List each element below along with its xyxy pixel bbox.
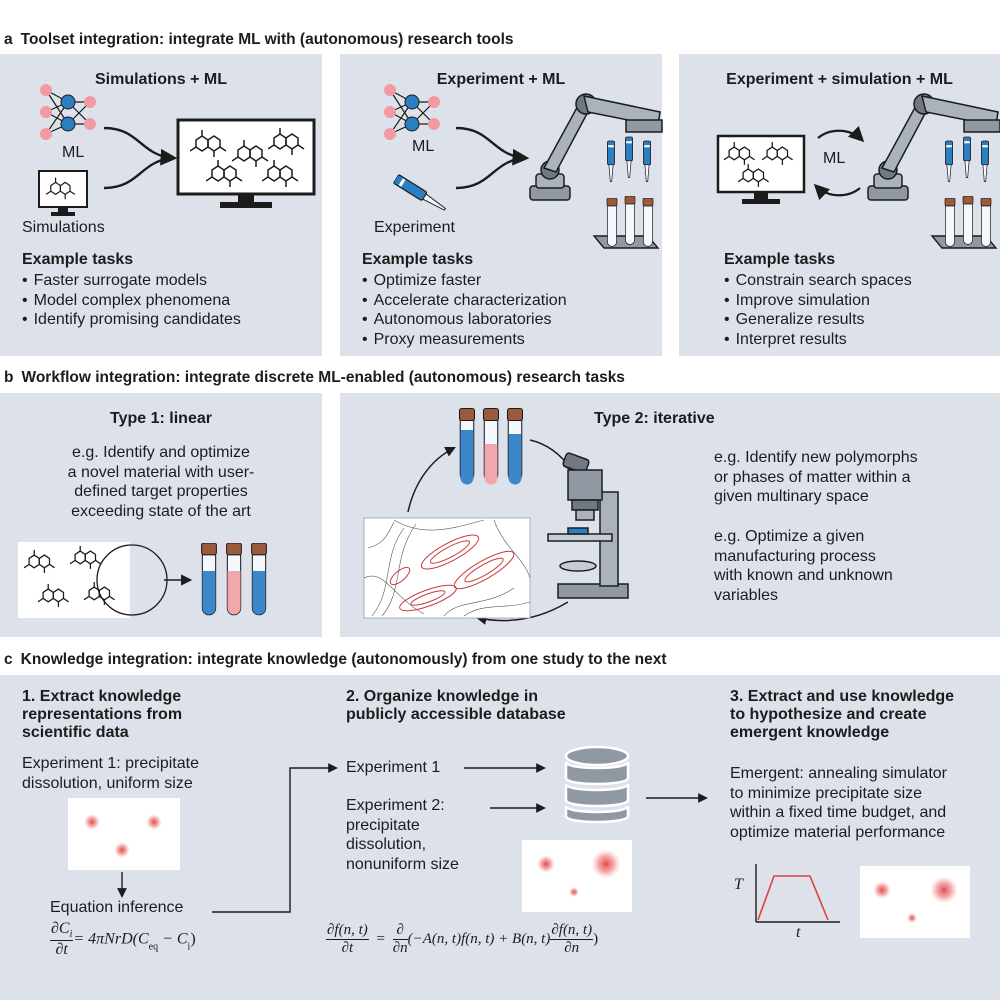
simulations-ml-title: Simulations + ML: [94, 71, 227, 88]
test-tubes-icon: [458, 407, 524, 485]
neural-network-icon: [38, 82, 98, 146]
type2-description-2: e.g. Optimize a given manufacturing proc…: [714, 528, 893, 604]
molecule-candidates-image: [18, 542, 168, 618]
type2-description-1: e.g. Identify new polymorphs or phases o…: [714, 449, 918, 505]
section-b-header: b Workflow integration: integrate discret…: [4, 369, 625, 387]
step1-experiment-text: Experiment 1: precipitate dissolution, u…: [22, 755, 199, 792]
database-icon: [564, 745, 630, 824]
section-title: Knowledge integration: integrate knowled…: [20, 651, 667, 668]
list-item: Improve simulation: [724, 291, 912, 311]
step1-title: 1. Extract knowledge representations fro…: [22, 688, 183, 741]
step2-experiment1: Experiment 1: [346, 759, 441, 776]
rate-equation: ∂Ci ∂t = 4πNrD(Ceq − Ci): [50, 920, 196, 959]
list-item: Generalize results: [724, 310, 912, 330]
cycle-arrows-icon: [813, 125, 865, 201]
example-tasks-heading: Example tasks: [362, 251, 474, 268]
ml-label: ML: [823, 150, 846, 167]
section-c-header: c Knowledge integration: integrate knowle…: [4, 651, 667, 669]
ml-label: ML: [412, 138, 435, 155]
example-tasks-heading: Example tasks: [724, 251, 836, 268]
type2-title: Type 2: iterative: [594, 410, 715, 427]
step2-experiment2: Experiment 2: precipitate dissolution, n…: [346, 797, 459, 873]
monitor-icon: [716, 134, 806, 204]
list-item: Autonomous laboratories: [362, 310, 567, 330]
list-item: Optimize faster: [362, 271, 567, 291]
experiment-simulation-ml-title: Experiment + simulation + ML: [726, 71, 953, 88]
arrow-icon: [164, 574, 193, 586]
section-title: Workflow integration: integrate discrete…: [21, 369, 625, 386]
section-title: Toolset integration: integrate ML with (…: [20, 31, 514, 48]
small-monitor-icon: [38, 170, 88, 216]
large-monitor-icon: [176, 118, 316, 208]
ml-label: ML: [62, 144, 85, 161]
population-balance-equation: ∂f(n, t) ∂t = ∂ ∂n (−A(n, t)f(n, t) + B(…: [326, 922, 599, 956]
list-item: Faster surrogate models: [22, 271, 241, 291]
list-item: Interpret results: [724, 330, 912, 350]
step3-title: 3. Extract and use knowledge to hypothes…: [730, 688, 955, 741]
simulations-label: Simulations: [22, 219, 105, 236]
database-input-arrows: [464, 763, 546, 813]
example-tasks-list: Faster surrogate models Model complex ph…: [22, 271, 241, 330]
merge-arrow-icon: [103, 126, 178, 190]
arrow-icon: [646, 793, 708, 803]
microscope-icon: [547, 452, 629, 599]
down-arrow-icon: [117, 872, 127, 898]
optimized-precipitates-image: [860, 866, 970, 938]
example-tasks-list: Constrain search spaces Improve simulati…: [724, 271, 912, 349]
uniform-precipitates-image: [68, 798, 180, 870]
section-letter: c: [4, 651, 13, 668]
axis-label-t: t: [796, 924, 801, 941]
test-tubes-icon: [201, 543, 267, 616]
section-a-header: a Toolset integration: integrate ML with …: [4, 31, 514, 49]
robot-arm-icon: [529, 93, 663, 249]
equation-inference-label: Equation inference: [50, 899, 184, 916]
merge-arrow-icon: [455, 126, 530, 190]
experiment-ml-title: Experiment + ML: [436, 71, 566, 88]
section-letter: a: [4, 31, 13, 48]
robot-arm-icon: [867, 93, 1000, 249]
step2-title: 2. Organize knowledge in publicly access…: [346, 688, 566, 723]
list-item: Constrain search spaces: [724, 271, 912, 291]
example-tasks-heading: Example tasks: [22, 251, 134, 268]
connector-arrow: [212, 763, 338, 913]
list-item: Proxy measurements: [362, 330, 567, 350]
pipette-icon: [392, 173, 449, 215]
type1-description: e.g. Identify and optimize a novel mater…: [67, 444, 255, 520]
axis-label-T: T: [734, 876, 743, 893]
type1-title: Type 1: linear: [110, 410, 212, 427]
step3-description: Emergent: annealing simulator to minimiz…: [730, 765, 948, 841]
contour-plot-image: [363, 517, 531, 619]
neural-network-icon: [382, 82, 442, 146]
example-tasks-list: Optimize faster Accelerate characterizat…: [362, 271, 567, 349]
annealing-schedule-plot: [755, 864, 840, 923]
list-item: Accelerate characterization: [362, 291, 567, 311]
experiment-label: Experiment: [374, 219, 455, 236]
section-letter: b: [4, 369, 14, 386]
nonuniform-precipitates-image: [522, 840, 632, 912]
list-item: Identify promising candidates: [22, 310, 241, 330]
list-item: Model complex phenomena: [22, 291, 241, 311]
